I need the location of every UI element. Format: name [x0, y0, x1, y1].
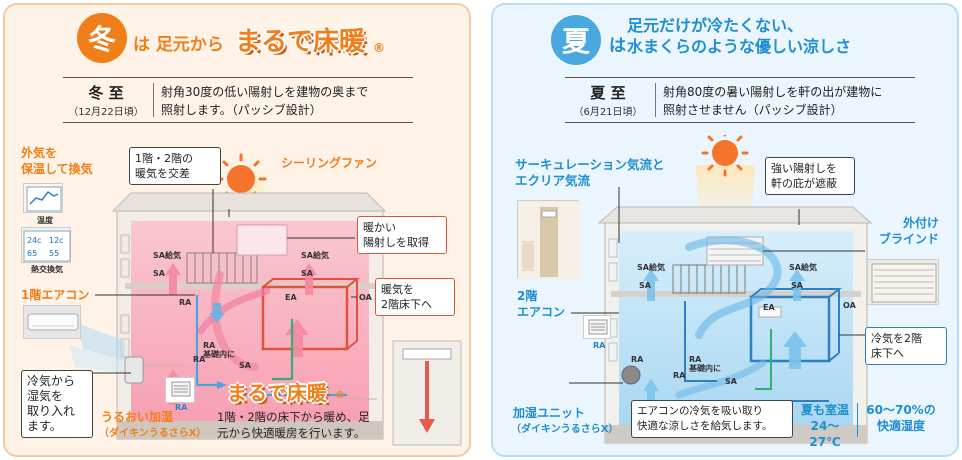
svg-text:12c: 12c: [49, 236, 64, 245]
sa-label-2: SA: [791, 281, 803, 290]
winter-solstice-title: 冬 至: [88, 84, 124, 102]
ea-label: EA: [763, 303, 775, 312]
winter-solstice-desc: 射角30度の低い陽射しを建物の奥まで 照射します。（パッシブ設計）: [161, 85, 369, 117]
wall-ac-photo: [23, 305, 81, 339]
ceiling-fan-label: シーリングファン: [281, 156, 378, 170]
external-blind-label: 外付け ブラインド: [878, 216, 939, 246]
cool-air-to-2f-box: 冷気を2階 床下へ: [865, 327, 947, 365]
svg-text:65: 65: [27, 249, 37, 258]
winter-brand-logo: まるで床暖: [235, 27, 366, 57]
oa-label: OA: [843, 301, 856, 310]
winter-headline-particle: は 足元から: [133, 35, 224, 55]
sa-supply-label-2: SA給気: [301, 251, 329, 260]
winter-info-bar: 冬 至 （12月22日頃） 射角30度の低い陽射しを建物の奥まで 照射します。（…: [63, 77, 413, 123]
warm-air-to-2f-box: 暖気を 2階床下へ: [375, 278, 455, 316]
humidity-label: 60～70%の 快適湿度: [866, 403, 936, 433]
humidifier-label: うるおい加湿: [101, 410, 174, 424]
sa-label-1: SA: [153, 269, 165, 278]
heat-exchanger-panel-photo: 24c 12c 65 55: [21, 227, 71, 263]
exchange-warm-air-box: 1階・2階の 暖気を交差: [129, 147, 221, 185]
winter-house-illustration: [69, 153, 462, 446]
interior-hallway-photo: [517, 200, 580, 279]
summer-humidifier-model-label: （ダイキンうるさらX）: [511, 424, 619, 435]
winter-solstice-date: （12月22日頃）: [68, 107, 144, 118]
thermometer-photo: [23, 183, 63, 213]
temperature-caption: 温度: [37, 216, 53, 225]
sa-supply-label-2: SA給気: [789, 263, 817, 272]
winter-panel: 冬 は 足元から まるで床暖 ® 冬 至 （12月22日頃） 射角30度の低い陽…: [3, 3, 471, 457]
summer-sun-icon: [701, 135, 749, 177]
oa-label: OA: [359, 293, 372, 302]
winter-season-icon: 冬: [77, 13, 127, 63]
ra-label-2: RA: [673, 371, 686, 380]
room-temp-label: 夏も室温 24～27℃: [800, 403, 849, 449]
summer-solstice-date: （6月21日頃）: [573, 107, 643, 118]
sa-supply-label-1: SA給気: [153, 251, 181, 260]
vent-ra-label: RA: [175, 403, 188, 412]
winter-brand-reg: ®: [373, 41, 385, 55]
outdoor-air-label: 外気を 保温して換気: [21, 146, 93, 176]
first-floor-ac-label: 1階エアコン: [21, 288, 90, 302]
humidifier-model-label: （ダイキンうるさらX）: [99, 428, 207, 439]
sa-label-1: SA: [639, 281, 651, 290]
ra-base-label: RA 基礎内に: [689, 355, 721, 373]
sa-label-3: SA: [725, 377, 737, 386]
summer-headline-particle: は: [609, 36, 626, 56]
eaves-shading-box: 強い陽射しを 軒の庇が遮蔽: [765, 157, 855, 195]
summer-vent-grille-photo: [583, 315, 611, 339]
ea-label: EA: [285, 293, 297, 302]
summer-headline: 足元だけが冷たくない、 水まくらのような優しい涼しさ: [627, 16, 852, 56]
temp-humidity-divider: [857, 403, 858, 437]
ra-label-1: RA: [631, 355, 644, 364]
info-divider: [153, 83, 154, 117]
ra-base-label: RA 基礎内に: [203, 341, 235, 359]
footer-brand-reg: ®: [335, 390, 345, 401]
heat-exchange-caption: 熱交換気: [31, 265, 63, 274]
vent-grille-photo: [165, 377, 195, 403]
footer-description: 1階・2階の床下から暖め、足 元から快適暖房を行います。: [217, 410, 370, 440]
humidifier-unit-label: 加湿ユニット: [513, 406, 586, 420]
sa-supply-label-1: SA給気: [637, 263, 665, 272]
sa-label-2: SA: [301, 269, 313, 278]
ra-label-1: RA: [179, 298, 192, 307]
ac-cool-supply-box: エアコンの冷気を吸い取り 快適な涼しさを給気します。: [631, 400, 793, 438]
dehumid-intake-box: 冷気から 湿気を 取り入れ ます。: [21, 370, 93, 438]
ra-label-2: RA: [193, 355, 206, 364]
summer-solstice-desc: 射角80度の暑い陽射しを軒の出が建物に 照射させません（パッシブ設計）: [663, 85, 883, 117]
info-divider: [655, 83, 656, 117]
summer-solstice-title: 夏 至: [590, 84, 626, 102]
circulation-airflow-label: サーキュレーション気流と エクリア気流: [515, 157, 665, 188]
summer-info-bar: 夏 至 （6月21日頃） 射角80度の暑い陽射しを軒の出が建物に 照射させません…: [565, 77, 915, 123]
summer-vent-ra-label: RA: [593, 341, 606, 350]
sa-label-3: SA: [239, 361, 251, 370]
warm-sunlight-box: 暖かい 陽射しを取得: [357, 216, 447, 254]
footer-brand-logo: まるで床暖: [227, 381, 327, 405]
summer-panel: 夏 は 足元だけが冷たくない、 水まくらのような優しい涼しさ 夏 至 （6月21…: [491, 3, 959, 457]
external-blind-photo: [867, 259, 939, 305]
svg-text:55: 55: [49, 249, 59, 258]
svg-text:24c: 24c: [27, 236, 42, 245]
summer-season-icon: 夏: [551, 15, 601, 65]
second-floor-ac-label: 2階 エアコン: [517, 289, 566, 319]
